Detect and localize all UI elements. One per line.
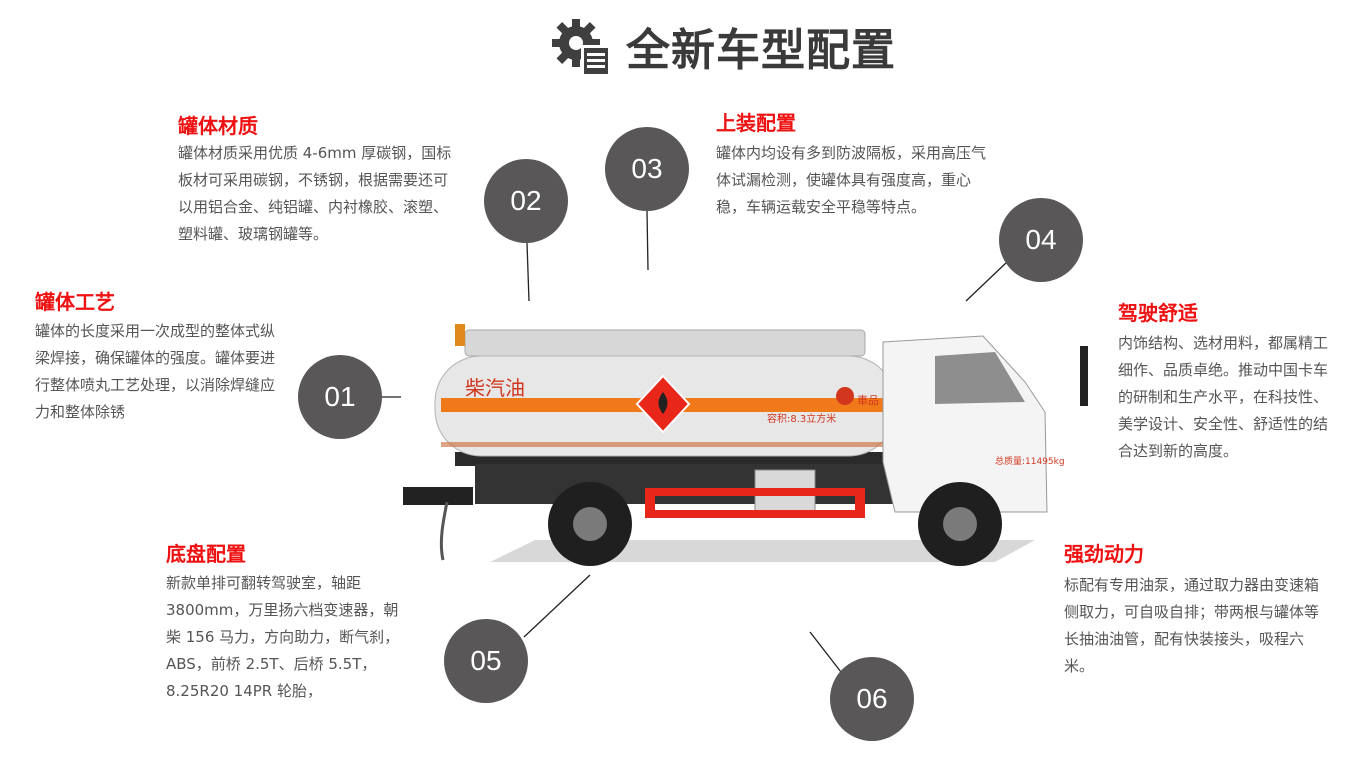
page-title: 全新车型配置 <box>626 25 896 76</box>
brand-text: 車品 <box>857 393 879 407</box>
number-circle-01: 01 <box>298 355 382 439</box>
number-circle-02: 02 <box>484 159 568 243</box>
section-body-06: 标配有专用油泵，通过取力器由变速箱侧取力，可自吸自排；带两根与罐体等长抽油油管，… <box>1064 576 1320 675</box>
number-circle-03: 03 <box>605 127 689 211</box>
section-body-05: 新款单排可翻转驾驶室，轴距 3800mm，万里扬六档变速器，朝柴 156 马力，… <box>166 574 400 700</box>
section-title-03: 上装配置 <box>716 111 796 135</box>
number-circle-05: 05 <box>444 619 528 703</box>
section-body-01: 罐体的长度采用一次成型的整体式纵梁焊接，确保罐体的强度。罐体要进行整体喷丸工艺处… <box>35 322 276 421</box>
number-circle-04: 04 <box>999 198 1083 282</box>
section-body-03: 罐体内均设有多到防波隔板，采用高压气体试漏检测，使罐体具有强度高，重心稳，车辆运… <box>716 144 987 216</box>
tanker-truck-image: 柴汽油 容积:8.3立方米 車品 总质量:11495kg <box>403 324 1088 566</box>
section-title-06: 强劲动力 <box>1064 542 1144 566</box>
number-circle-06: 06 <box>830 657 914 741</box>
connector-line-05 <box>523 574 591 638</box>
section-title-04: 驾驶舒适 <box>1118 301 1198 325</box>
tank-label: 柴汽油 <box>465 376 525 400</box>
section-body-02: 罐体材质采用优质 4-6mm 厚碳钢，国标板材可采用碳钢，不锈钢，根据需要还可以… <box>178 144 452 243</box>
connector-line-04 <box>965 261 1008 302</box>
gear-document-icon <box>552 19 609 75</box>
page-header: 全新车型配置 <box>550 14 896 78</box>
connector-line-03 <box>646 209 649 271</box>
section-title-02: 罐体材质 <box>178 114 258 138</box>
section-body-04: 内饰结构、选材用料，都属精工细作、品质卓绝。推动中国卡车的研制和生产水平，在科技… <box>1118 334 1329 460</box>
section-title-01: 罐体工艺 <box>35 290 115 314</box>
capacity-label: 容积:8.3立方米 <box>767 412 836 425</box>
section-title-05: 底盘配置 <box>166 542 246 566</box>
connector-line-06 <box>809 631 842 673</box>
connector-line-02 <box>526 242 530 302</box>
weight-text: 总质量:11495kg <box>995 455 1065 467</box>
